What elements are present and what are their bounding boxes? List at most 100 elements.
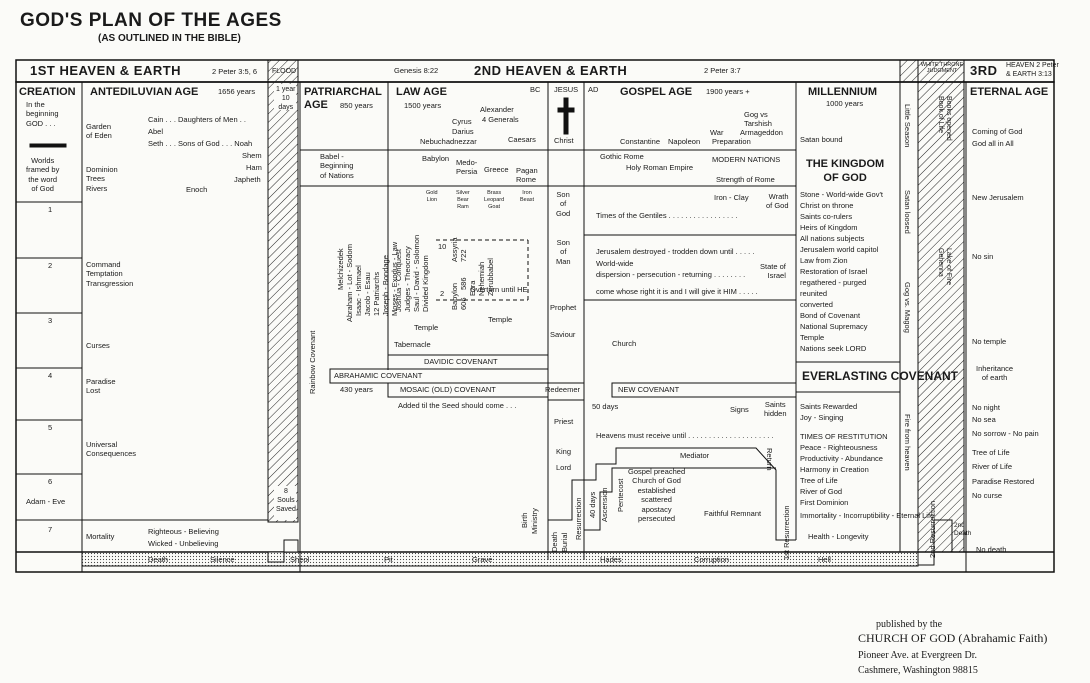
jesus-ministry: Ministry bbox=[530, 508, 539, 534]
age-law: LAW AGE bbox=[396, 86, 447, 98]
mill-list-item: Christ on throne bbox=[800, 201, 854, 210]
mill-list-item: reunited bbox=[800, 289, 828, 298]
eternal-inheritance: Inheritance of earth bbox=[976, 364, 1014, 383]
band-third-ref1: HEAVEN 2 Peter bbox=[1006, 62, 1059, 69]
day-2: 2 bbox=[48, 261, 53, 270]
patri-abrahamic: ABRAHAMIC COVENANT bbox=[334, 371, 423, 380]
mill-list-item: Joy - Singing bbox=[800, 413, 844, 422]
law-n2: 2 bbox=[440, 289, 445, 298]
patri-rainbow: Rainbow Covenant bbox=[308, 330, 317, 394]
jesus-resurrection: Resurrection bbox=[574, 497, 583, 540]
flood-souls: 8 Souls Saved bbox=[276, 488, 296, 513]
creation-worlds: Worlds framed by the word of God bbox=[26, 156, 60, 194]
jesus-birth: Birth bbox=[520, 512, 529, 528]
gospel-dispersion: dispersion - persecution - returning . .… bbox=[596, 270, 746, 279]
gospel-napoleon: Napoleon bbox=[668, 137, 701, 146]
gospel-mediator: Mediator bbox=[680, 451, 710, 460]
eternal-river: River of Life bbox=[972, 462, 1013, 471]
patri-430: 430 years bbox=[340, 385, 373, 394]
gospel-signs: Signs bbox=[730, 405, 749, 414]
law-pagan-rome: Pagan Rome bbox=[516, 166, 538, 185]
age-ad: AD bbox=[588, 85, 599, 94]
jesus-saviour: Saviour bbox=[550, 330, 576, 339]
eternal-coming: Coming of God bbox=[972, 127, 1023, 136]
mill-restitution: TIMES OF RESTITUTION bbox=[800, 432, 888, 441]
gospel-strength: Strength of Rome bbox=[716, 175, 775, 184]
eternal-all: God all in All bbox=[972, 139, 1014, 148]
mill-list-item: Productivity - Abundance bbox=[800, 454, 883, 463]
law-alexander: Alexander bbox=[480, 105, 514, 114]
ante-righteous: Righteous - Believing bbox=[148, 527, 219, 536]
law-n10: 10 bbox=[438, 242, 447, 251]
band-first-ref: 2 Peter 3:5, 6 bbox=[212, 67, 258, 76]
ante-universal: Universal Consequences bbox=[86, 440, 137, 459]
law-j4: Divided Kingdom bbox=[421, 255, 430, 312]
patri-v5: 12 Patriarchs bbox=[372, 271, 381, 316]
band-second-ref: 2 Peter 3:7 bbox=[704, 66, 741, 75]
mill-list-item: Saints Rewarded bbox=[800, 402, 858, 411]
age-millennium: MILLENNIUM bbox=[808, 86, 878, 98]
jesus-pentecost: Pentecost bbox=[616, 478, 625, 512]
mill-everlasting: EVERLASTING COVENANT bbox=[802, 369, 959, 383]
mill-lake: Lake of Fire Gehenna bbox=[937, 248, 952, 285]
mill-kingdom: THE KINGDOM OF GOD bbox=[806, 158, 885, 184]
gospel-come: come whose right it is and I will give i… bbox=[596, 287, 758, 296]
grave-pit: Pit bbox=[384, 555, 393, 564]
mill-list-item: Bond of Covenant bbox=[800, 311, 861, 320]
law-temple1: Temple bbox=[414, 323, 439, 332]
mill-list-item: Nations seek LORD bbox=[800, 344, 867, 353]
gospel-preparation: Preparation bbox=[712, 137, 751, 146]
gospel-modern: MODERN NATIONS bbox=[712, 155, 781, 164]
law-overturn: Overturn until HE bbox=[470, 285, 528, 294]
day-4: 4 bbox=[48, 371, 53, 380]
age-patriarchal: PATRIARCHAL AGE bbox=[304, 86, 382, 111]
day-7: 7 bbox=[48, 525, 53, 534]
jesus-king: King bbox=[556, 447, 572, 456]
ante-wicked: Wicked - Unbelieving bbox=[148, 539, 219, 548]
age-antediluvian: ANTEDILUVIAN AGE bbox=[90, 86, 199, 98]
ante-shem: Shem bbox=[242, 151, 262, 160]
ante-mortality: Mortality bbox=[86, 532, 115, 541]
law-medo-persia: Medo- Persia bbox=[456, 158, 478, 177]
law-assyria: Assyria bbox=[450, 237, 459, 262]
law-added: Added til the Seed should come . . . bbox=[398, 401, 517, 410]
mill-immortality: Immortality - Incorruptibility - Eternal… bbox=[800, 511, 935, 520]
age-patriarchal-years: 850 years bbox=[340, 101, 373, 110]
ante-curses: Curses bbox=[86, 341, 110, 350]
gospel-gog: Gog vs Tarshish bbox=[744, 110, 772, 129]
law-silver: Silver Bear Ram bbox=[456, 190, 470, 210]
adam-eve: Adam - Eve bbox=[26, 497, 66, 506]
mill-list-item: First Dominion bbox=[800, 498, 849, 507]
law-tabernacle: Tabernacle bbox=[394, 340, 431, 349]
gospel-faithful: Faithful Remnant bbox=[704, 509, 762, 518]
law-brass: Brass Leopard Goat bbox=[484, 190, 505, 210]
eternal-no-temple: No temple bbox=[972, 337, 1007, 346]
law-mosaic: MOSAIC (OLD) COVENANT bbox=[400, 385, 496, 394]
law-586: 586 bbox=[459, 277, 468, 290]
mill-list-item: Heirs of Kingdom bbox=[800, 223, 858, 232]
patri-v3: Isaac - Ishmael bbox=[354, 265, 363, 316]
ante-abel: Abel bbox=[148, 127, 164, 136]
law-722: 722 bbox=[459, 249, 468, 262]
day-6: 6 bbox=[48, 477, 53, 486]
grave-hell: Hell bbox=[818, 555, 831, 564]
jesus-40days: 40 days bbox=[588, 491, 597, 518]
band-flood: FLOOD bbox=[272, 68, 297, 75]
law-cyrus: Cyrus bbox=[452, 117, 472, 126]
law-caesars: Caesars bbox=[508, 135, 536, 144]
gospel-state: State of Israel bbox=[760, 262, 786, 281]
jesus-son-man: Son of Man bbox=[556, 238, 571, 266]
gospel-iron-clay: Iron - Clay bbox=[714, 193, 749, 202]
gospel-saints-hidden: Saints hidden bbox=[764, 400, 787, 419]
ante-paradise-lost: Paradise Lost bbox=[86, 377, 116, 396]
mill-list-item: regathered - purged bbox=[800, 278, 867, 287]
eternal-no-sin: No sin bbox=[972, 252, 994, 261]
law-nebuchadnezzar: Nebuchadnezzar bbox=[420, 137, 477, 146]
law-darius: Darius bbox=[452, 127, 474, 136]
mill-list-item: River of God bbox=[800, 487, 843, 496]
gospel-new-covenant: NEW COVENANT bbox=[618, 385, 680, 394]
jesus-lord: Lord bbox=[556, 463, 572, 472]
band-genesis-ref: Genesis 8:22 bbox=[394, 66, 439, 75]
law-davidic: DAVIDIC COVENANT bbox=[424, 357, 498, 366]
